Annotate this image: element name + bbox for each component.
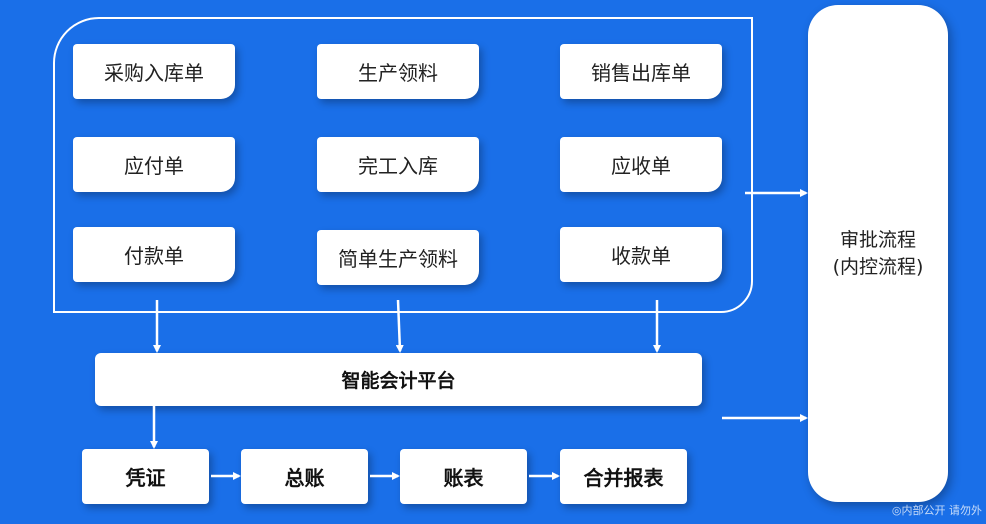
doc-payable: 应付单 — [73, 137, 235, 192]
output-voucher: 凭证 — [82, 449, 209, 504]
watermark-icon: ◎ — [891, 504, 902, 517]
doc-receipt: 收款单 — [560, 227, 722, 282]
output-general-ledger: 总账 — [241, 449, 368, 504]
approval-title: 审批流程 — [839, 228, 916, 251]
doc-simple-production-picking: 简单生产领料 — [317, 230, 479, 285]
source-documents-group — [53, 17, 753, 313]
doc-purchase-receipt: 采购入库单 — [73, 44, 235, 99]
watermark: ◎内部公开 请勿外 — [892, 502, 982, 518]
doc-receivable: 应收单 — [560, 137, 722, 192]
watermark-text: 内部公开 请勿外 — [901, 504, 983, 517]
doc-production-picking: 生产领料 — [317, 44, 479, 99]
approval-subtitle: (内控流程) — [832, 255, 924, 278]
output-consolidated-report: 合并报表 — [560, 449, 687, 504]
doc-finished-receipt: 完工入库 — [317, 137, 479, 192]
smart-accounting-platform: 智能会计平台 — [95, 353, 702, 406]
doc-sales-delivery: 销售出库单 — [560, 44, 722, 99]
output-account-report: 账表 — [400, 449, 527, 504]
approval-process-box: 审批流程 (内控流程) — [808, 5, 948, 502]
arrow-col2-to-platform — [395, 299, 404, 353]
doc-payment: 付款单 — [73, 227, 235, 282]
